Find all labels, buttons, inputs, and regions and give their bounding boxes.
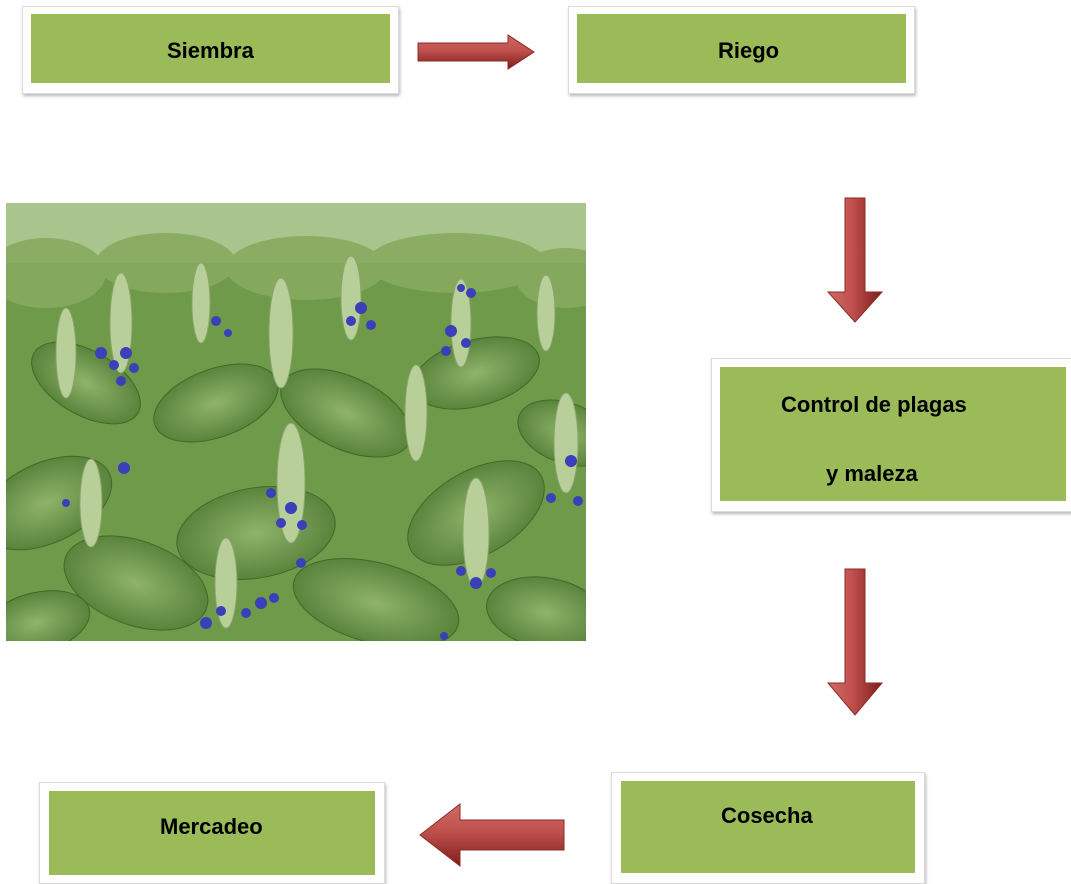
step-control-label-line1: Control de plagas bbox=[781, 392, 967, 417]
arrow-down-icon bbox=[826, 568, 884, 716]
step-mercadeo-frame: Mercadeo bbox=[39, 782, 385, 884]
step-mercadeo-label: Mercadeo bbox=[160, 814, 263, 839]
step-control-label-line2: y maleza bbox=[826, 461, 918, 486]
step-siembra-frame: Siembra bbox=[22, 6, 399, 94]
arrow-right-icon bbox=[417, 34, 535, 70]
step-control-frame: Control de plagas y maleza bbox=[711, 358, 1071, 512]
step-control-box: Control de plagas y maleza bbox=[720, 367, 1066, 501]
chia-plants-photo bbox=[6, 203, 586, 641]
step-riego-label: Riego bbox=[718, 38, 780, 63]
step-cosecha-label: Cosecha bbox=[721, 803, 813, 828]
step-siembra-label: Siembra bbox=[167, 38, 254, 63]
arrow-left-icon bbox=[419, 802, 565, 868]
step-riego-frame: Riego bbox=[568, 6, 915, 94]
step-siembra-box: Siembra bbox=[31, 14, 390, 83]
arrow-down-icon bbox=[826, 197, 884, 323]
step-cosecha-box: Cosecha bbox=[621, 781, 915, 873]
step-mercadeo-box: Mercadeo bbox=[49, 791, 375, 875]
step-cosecha-frame: Cosecha bbox=[611, 772, 925, 884]
step-riego-box: Riego bbox=[577, 14, 906, 83]
